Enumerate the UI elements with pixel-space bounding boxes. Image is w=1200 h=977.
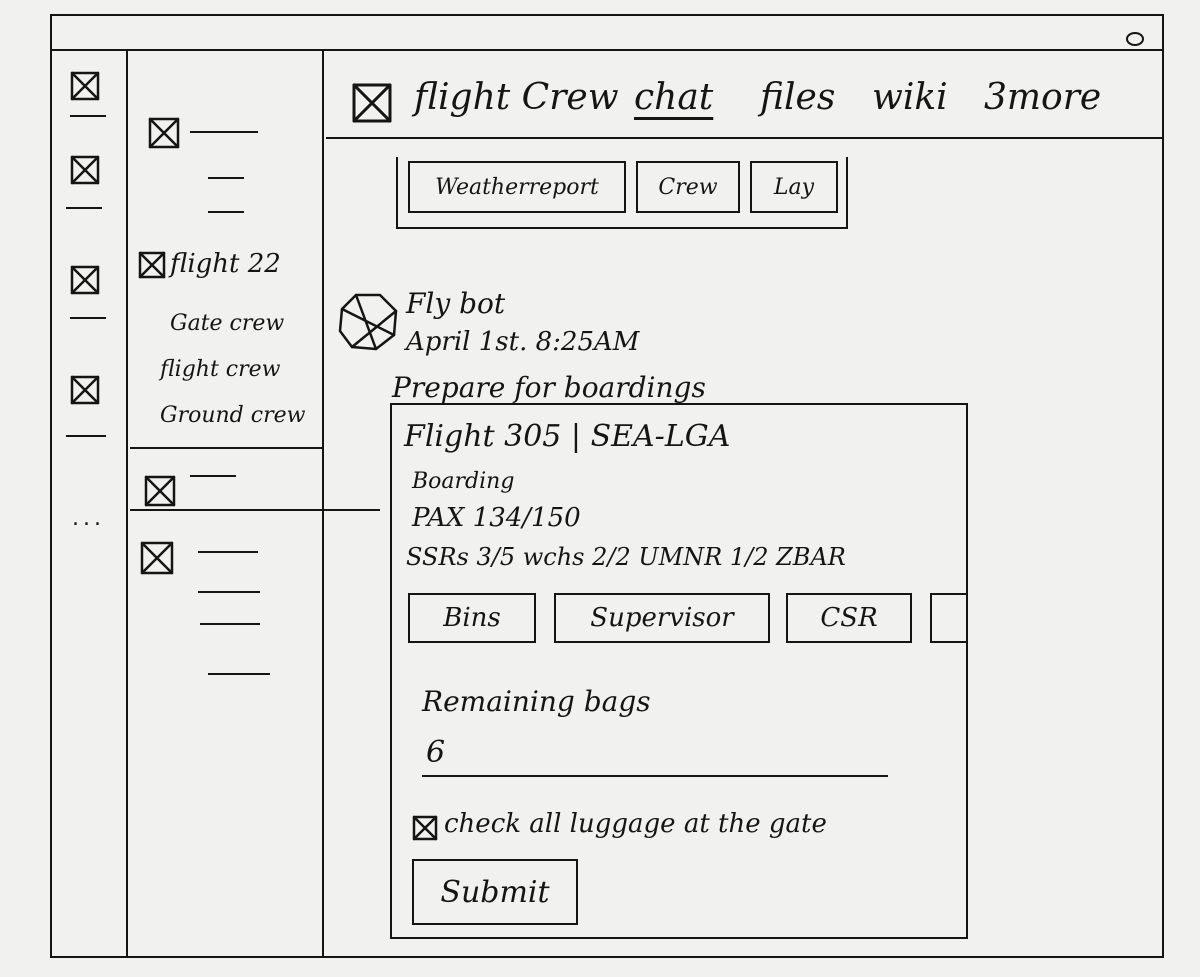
- channel-header: flight Crew chat files wiki 3more: [326, 51, 1162, 139]
- nav-sub-placeholder: [208, 177, 244, 179]
- nav-label-placeholder: [190, 131, 258, 133]
- message-sender: Fly bot: [406, 287, 506, 320]
- channel-icon: [148, 117, 180, 149]
- nav-item-ground-crew[interactable]: Ground crew: [160, 403, 306, 428]
- remaining-bags-label: Remaining bags: [422, 685, 651, 718]
- nav-divider: [130, 447, 324, 449]
- channel-avatar-icon: [352, 83, 392, 123]
- title-bar-divider: [52, 49, 1162, 51]
- app-icon: [70, 375, 100, 405]
- channel-icon: [140, 541, 174, 575]
- main-pane: flight Crew chat files wiki 3more Weathe…: [326, 51, 1162, 956]
- channel-icon: [138, 251, 166, 279]
- submit-button[interactable]: Submit: [412, 859, 578, 925]
- tab-wiki[interactable]: wiki: [872, 77, 948, 118]
- rail-more-button[interactable]: ...: [72, 506, 105, 531]
- rail-label-placeholder: [66, 435, 106, 437]
- app-icon: [70, 265, 100, 295]
- nav-sub-placeholder: [198, 591, 260, 593]
- bot-avatar-icon: [338, 293, 398, 351]
- luggage-checkbox-label: check all luggage at the gate: [444, 809, 827, 839]
- rail-item-2[interactable]: [66, 155, 114, 215]
- remaining-bags-input[interactable]: 6: [426, 735, 446, 770]
- tab-files[interactable]: files: [760, 77, 836, 118]
- nav-label-placeholder: [190, 475, 236, 477]
- app-window: ... flight 22 Gate crew flight crew Grou…: [50, 14, 1164, 958]
- nav-item-flight-crew[interactable]: flight crew: [160, 357, 281, 382]
- message-text: Prepare for boardings: [392, 371, 706, 404]
- card-pax: PAX 134/150: [412, 503, 581, 533]
- card-status: Boarding: [412, 469, 515, 494]
- subtab-crew[interactable]: Crew: [636, 161, 740, 213]
- nav-divider: [130, 509, 380, 511]
- luggage-checkbox[interactable]: [412, 815, 438, 841]
- adaptive-card: Flight 305 | SEA-LGA Boarding PAX 134/15…: [390, 403, 968, 939]
- card-flight-title: Flight 305 | SEA-LGA: [404, 419, 731, 454]
- subtab-bar: Weatherreport Crew Lay: [396, 157, 848, 229]
- nav-group-title: flight 22: [170, 249, 281, 279]
- tab-chat[interactable]: chat: [634, 77, 714, 118]
- bins-button[interactable]: Bins: [408, 593, 536, 643]
- card-ssrs: SSRs 3/5 wchs 2/2 UMNR 1/2 ZBAR: [406, 543, 846, 571]
- rail-item-1[interactable]: [70, 71, 114, 131]
- channel-nav: flight 22 Gate crew flight crew Ground c…: [130, 51, 380, 956]
- overflow-button[interactable]: [930, 593, 968, 643]
- rail-label-placeholder: [66, 207, 102, 209]
- app-rail: ...: [52, 51, 128, 956]
- rail-label-placeholder: [70, 317, 106, 319]
- rail-item-3[interactable]: [70, 265, 114, 325]
- nav-item-gate-crew[interactable]: Gate crew: [170, 311, 285, 336]
- remaining-bags-underline: [422, 775, 888, 777]
- csr-button[interactable]: CSR: [786, 593, 912, 643]
- app-icon: [70, 71, 100, 101]
- channel-icon: [144, 475, 176, 507]
- subtab-weatherreport[interactable]: Weatherreport: [408, 161, 626, 213]
- nav-sub-placeholder: [200, 623, 260, 625]
- rail-item-4[interactable]: [66, 375, 114, 437]
- app-icon: [70, 155, 100, 185]
- nav-sub-placeholder: [208, 673, 270, 675]
- nav-label-placeholder: [198, 551, 258, 553]
- window-control-icon[interactable]: [1126, 32, 1144, 46]
- channel-title: flight Crew: [414, 77, 619, 118]
- tab-more[interactable]: 3more: [984, 77, 1102, 118]
- subtab-lay[interactable]: Lay: [750, 161, 838, 213]
- supervisor-button[interactable]: Supervisor: [554, 593, 770, 643]
- nav-sub-placeholder: [208, 211, 244, 213]
- message-timestamp: April 1st. 8:25AM: [406, 327, 640, 357]
- rail-label-placeholder: [70, 115, 106, 117]
